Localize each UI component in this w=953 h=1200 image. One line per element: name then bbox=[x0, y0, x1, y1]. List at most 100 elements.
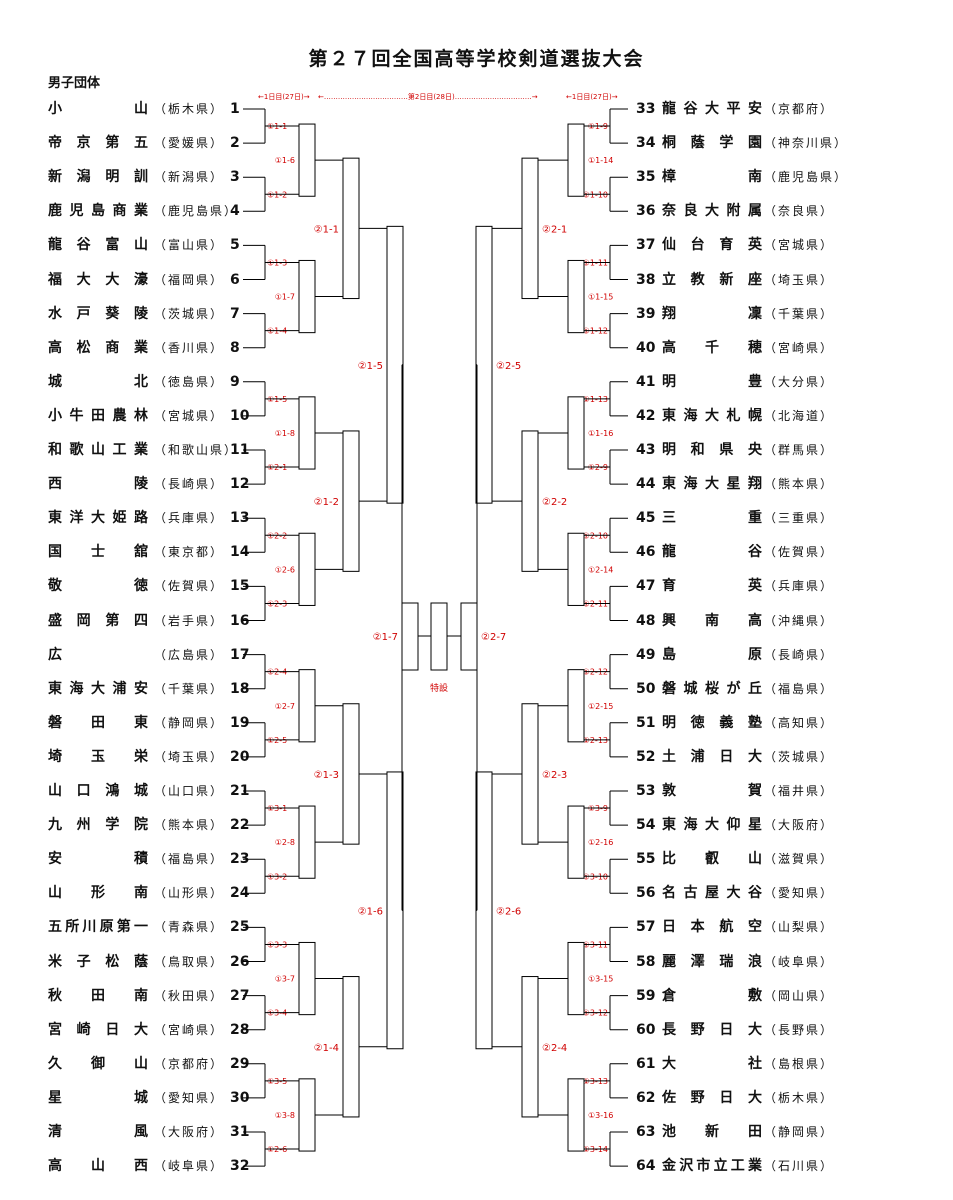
team-name: 日本航空 bbox=[662, 919, 762, 936]
match-label: ②2-3 bbox=[542, 770, 567, 781]
team-prefecture: （熊本県） bbox=[154, 818, 225, 833]
match-box bbox=[567, 669, 585, 743]
team-number: 53 bbox=[636, 783, 656, 799]
team-prefecture: （佐賀県） bbox=[154, 579, 225, 594]
team-number: 59 bbox=[636, 987, 656, 1004]
team-prefecture: （岩手県） bbox=[154, 613, 225, 628]
match-box bbox=[298, 669, 316, 743]
team-prefecture: （三重県） bbox=[764, 511, 835, 526]
match-label: ①3-8 bbox=[275, 1111, 295, 1120]
team-number: 27 bbox=[230, 987, 250, 1004]
team-prefecture: （徳島県） bbox=[154, 374, 225, 389]
team-name: 明徳義塾 bbox=[662, 714, 762, 731]
team-name: 東海大星翔 bbox=[662, 476, 762, 493]
team-prefecture: （愛媛県） bbox=[154, 136, 225, 151]
team-prefecture: （茨城県） bbox=[764, 749, 835, 764]
team-number: 17 bbox=[230, 646, 250, 663]
team-name: 城北 bbox=[48, 373, 148, 390]
team-prefecture: （宮城県） bbox=[764, 238, 835, 253]
team-number: 49 bbox=[636, 646, 656, 663]
team-name: 高千穂 bbox=[662, 339, 762, 356]
team-number: 23 bbox=[230, 851, 250, 868]
team-number: 62 bbox=[636, 1089, 656, 1106]
team-name: 宮崎日大 bbox=[48, 1021, 148, 1038]
match-label: ②1-2 bbox=[314, 497, 339, 508]
team-prefecture: （兵庫県） bbox=[154, 511, 225, 526]
team-number: 43 bbox=[636, 442, 656, 458]
team-prefecture: （京都府） bbox=[764, 102, 835, 116]
team-number: 31 bbox=[230, 1124, 250, 1140]
team-name: 樟南 bbox=[662, 169, 762, 186]
team-name: 西陵 bbox=[48, 476, 148, 493]
team-name: 三重 bbox=[662, 510, 762, 527]
team-number: 41 bbox=[636, 373, 656, 390]
team-prefecture: （秋田県） bbox=[154, 988, 225, 1003]
team-number: 34 bbox=[636, 135, 656, 152]
match-box bbox=[567, 259, 585, 334]
team-name: 東洋大姫路 bbox=[48, 510, 148, 527]
match-label: ②1-3 bbox=[314, 770, 339, 781]
team-name: 東海大浦安 bbox=[48, 680, 148, 697]
semifinal-box bbox=[401, 602, 419, 671]
team-prefecture: （大分県） bbox=[764, 374, 835, 389]
match-label: ①1-6 bbox=[275, 156, 295, 165]
team-name: 大社 bbox=[662, 1055, 762, 1072]
match-label: ①2-7 bbox=[275, 702, 295, 711]
team-prefecture: （新潟県） bbox=[154, 170, 225, 185]
team-name: 比叡山 bbox=[662, 851, 762, 868]
team-number: 8 bbox=[230, 339, 240, 356]
team-prefecture: （鳥取県） bbox=[154, 954, 225, 969]
team-name: 奈良大附属 bbox=[662, 203, 762, 220]
team-name: 久御山 bbox=[48, 1055, 148, 1072]
team-name: 東海大仰星 bbox=[662, 817, 762, 834]
team-prefecture: （長崎県） bbox=[764, 647, 835, 662]
match-box bbox=[521, 703, 539, 845]
match-label: ①2-15 bbox=[588, 702, 613, 711]
team-name: 清風 bbox=[48, 1124, 148, 1140]
team-prefecture: （岡山県） bbox=[764, 988, 835, 1003]
match-box bbox=[521, 157, 539, 300]
team-number: 37 bbox=[636, 237, 656, 254]
team-number: 2 bbox=[230, 135, 240, 152]
special-court-label: 特設 bbox=[430, 684, 449, 694]
team-name: 九州学院 bbox=[48, 817, 148, 834]
team-name: 龍谷富山 bbox=[48, 237, 148, 254]
team-name: 龍谷大平安 bbox=[662, 101, 762, 117]
team-number: 64 bbox=[636, 1158, 656, 1175]
team-prefecture: （岐阜県） bbox=[154, 1159, 225, 1174]
team-name: 倉敷 bbox=[662, 987, 762, 1004]
team-prefecture: （福島県） bbox=[764, 681, 835, 696]
team-prefecture: （大阪府） bbox=[154, 1125, 225, 1139]
team-prefecture: （広島県） bbox=[154, 647, 225, 662]
team-name: 福大大濠 bbox=[48, 271, 148, 288]
team-prefecture: （山形県） bbox=[154, 886, 225, 901]
team-number: 15 bbox=[230, 578, 250, 595]
match-label: ②2-4 bbox=[542, 1043, 567, 1054]
team-name: 島原 bbox=[662, 646, 762, 663]
team-number: 61 bbox=[636, 1055, 656, 1072]
team-number: 58 bbox=[636, 953, 656, 970]
match-label: ①2-8 bbox=[275, 838, 295, 847]
team-name: 山形南 bbox=[48, 885, 148, 902]
match-label: ①1-15 bbox=[588, 293, 613, 302]
